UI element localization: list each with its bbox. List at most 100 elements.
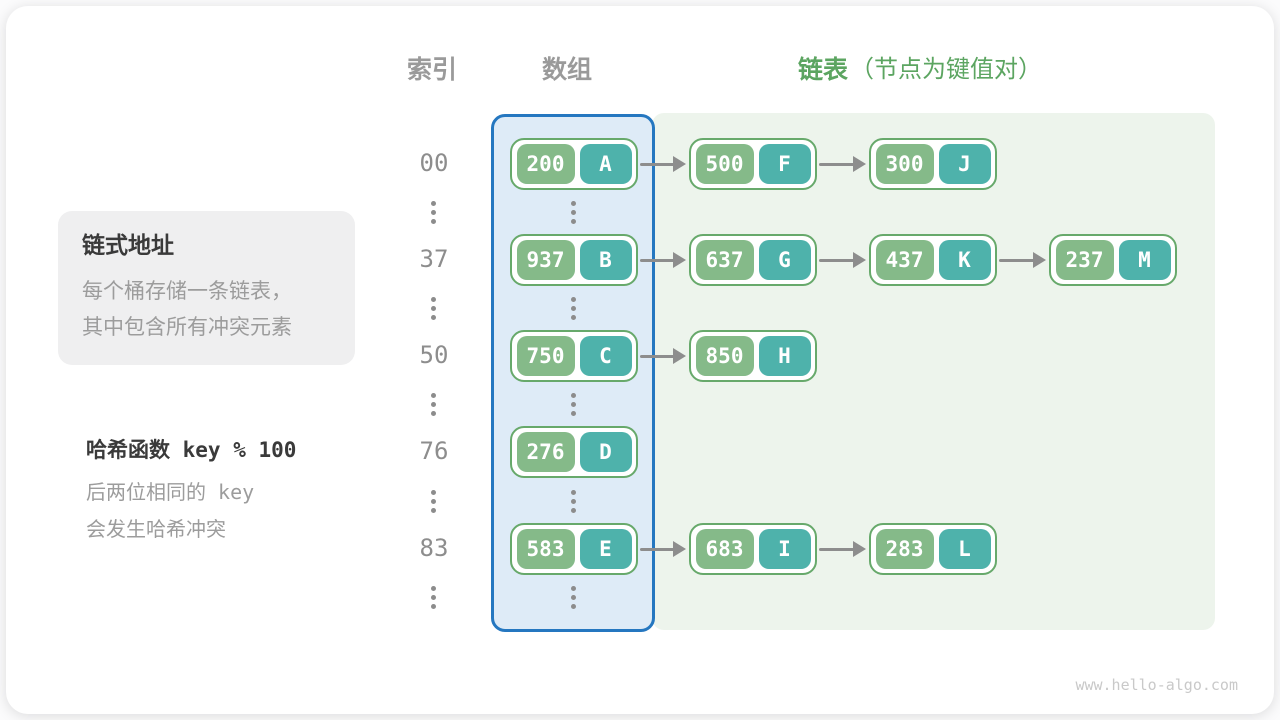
arrow-line	[640, 547, 675, 551]
arrow-head	[673, 348, 686, 364]
watermark: www.hello-algo.com	[1075, 676, 1238, 694]
vertical-ellipsis	[431, 393, 436, 416]
node-key-cell: 300	[875, 144, 934, 184]
node-key-cell: 937	[516, 240, 575, 280]
arrow-head	[673, 541, 686, 557]
bucket-index-label: 83	[419, 534, 449, 562]
ellipsis-dot	[431, 604, 436, 609]
vertical-ellipsis	[571, 201, 576, 224]
ellipsis-dot	[431, 498, 436, 504]
arrow-line	[819, 547, 855, 551]
node-value-cell: D	[579, 432, 632, 472]
node-value-cell: H	[758, 336, 811, 376]
arrow-line	[640, 354, 675, 358]
node-value-cell: C	[579, 336, 632, 376]
linked-list-header-title: 链表	[797, 56, 848, 84]
arrow-line	[640, 258, 675, 262]
info-box-title: 链式地址	[82, 232, 174, 258]
ellipsis-dot	[571, 201, 576, 206]
hash-function-note-line: 会发生哈希冲突	[86, 519, 226, 541]
arrow-line	[999, 258, 1035, 262]
node-value-cell: K	[938, 240, 991, 280]
node-value-cell: J	[938, 144, 991, 184]
vertical-ellipsis	[431, 489, 436, 513]
vertical-ellipsis	[431, 586, 436, 609]
next-pointer-arrow-icon	[640, 156, 686, 172]
ellipsis-dot	[571, 507, 576, 513]
node-key-cell: 437	[875, 240, 934, 280]
ellipsis-dot	[571, 306, 576, 311]
ellipsis-dot	[571, 210, 576, 215]
node-key-cell: 276	[516, 432, 575, 472]
ellipsis-dot	[431, 219, 436, 224]
next-pointer-arrow-icon	[640, 252, 686, 268]
arrow-head	[853, 252, 866, 268]
vertical-ellipsis	[431, 201, 436, 224]
hash-function-note-line: 后两位相同的 key	[86, 480, 255, 504]
node-key-cell: 683	[695, 529, 754, 569]
ellipsis-dot	[571, 402, 576, 407]
ellipsis-dot	[571, 498, 576, 504]
ellipsis-dot	[431, 411, 436, 416]
ellipsis-dot	[571, 393, 576, 398]
vertical-ellipsis	[571, 393, 576, 416]
node-value-cell: G	[758, 240, 811, 280]
array-column-header: 数组	[541, 56, 592, 84]
bucket-index-label: 50	[419, 341, 449, 369]
ellipsis-dot	[431, 393, 436, 398]
node-key-cell: 850	[695, 336, 754, 376]
node-key-cell: 237	[1055, 240, 1114, 280]
ellipsis-dot	[431, 595, 436, 600]
arrow-head	[1033, 252, 1046, 268]
ellipsis-dot	[571, 219, 576, 224]
ellipsis-dot	[431, 306, 436, 311]
info-box-line: 每个桶存储一条链表，	[82, 280, 292, 303]
node-value-cell: M	[1118, 240, 1171, 280]
arrow-line	[819, 258, 855, 262]
ellipsis-dot	[571, 604, 576, 609]
node-key-cell: 637	[695, 240, 754, 280]
vertical-ellipsis	[571, 489, 576, 513]
arrow-line	[819, 162, 855, 166]
next-pointer-arrow-icon	[819, 156, 866, 172]
bucket-index-label: 76	[419, 437, 449, 465]
ellipsis-dot	[571, 586, 576, 591]
bucket-index-label: 37	[419, 245, 449, 273]
arrow-head	[673, 252, 686, 268]
bucket-index-label: 00	[419, 149, 449, 177]
arrow-head	[853, 156, 866, 172]
ellipsis-dot	[431, 210, 436, 215]
ellipsis-dot	[431, 489, 436, 495]
arrow-head	[853, 541, 866, 557]
node-value-cell: I	[758, 529, 811, 569]
node-value-cell: F	[758, 144, 811, 184]
hash-function-note-title: 哈希函数 key % 100	[86, 438, 297, 462]
node-key-cell: 500	[695, 144, 754, 184]
ellipsis-dot	[431, 507, 436, 513]
node-key-cell: 200	[516, 144, 575, 184]
ellipsis-dot	[431, 297, 436, 302]
vertical-ellipsis	[571, 297, 576, 320]
linked-list-header: 链表 （节点为键值对）	[765, 54, 1075, 86]
next-pointer-arrow-icon	[640, 541, 686, 557]
node-value-cell: L	[938, 529, 991, 569]
node-key-cell: 283	[875, 529, 934, 569]
node-key-cell: 750	[516, 336, 575, 376]
ellipsis-dot	[431, 586, 436, 591]
ellipsis-dot	[571, 297, 576, 302]
ellipsis-dot	[571, 489, 576, 495]
index-column-header: 索引	[406, 56, 457, 84]
node-value-cell: A	[579, 144, 632, 184]
